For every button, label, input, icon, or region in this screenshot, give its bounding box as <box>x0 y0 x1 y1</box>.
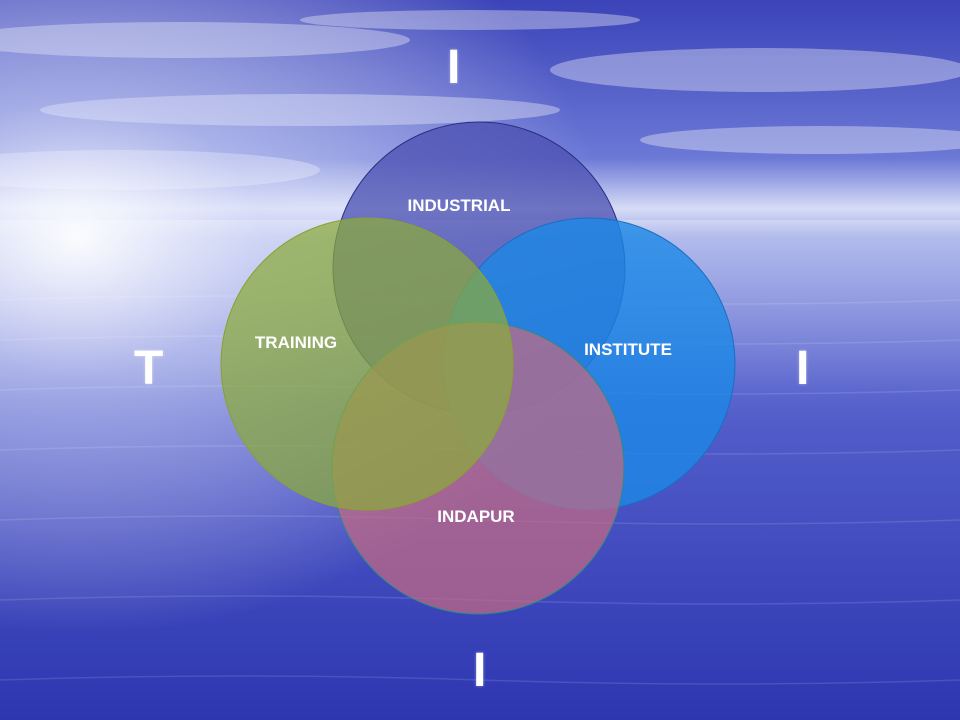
letter-top: I <box>447 41 461 94</box>
circle-training <box>220 217 514 511</box>
letter-right: I <box>796 342 810 395</box>
letter-bottom: I <box>473 644 487 697</box>
label-indapur: INDAPUR <box>437 507 514 526</box>
label-institute: INSTITUTE <box>584 340 672 359</box>
label-industrial: INDUSTRIAL <box>408 196 511 215</box>
label-training: TRAINING <box>255 333 337 352</box>
letter-left: T <box>134 342 164 395</box>
